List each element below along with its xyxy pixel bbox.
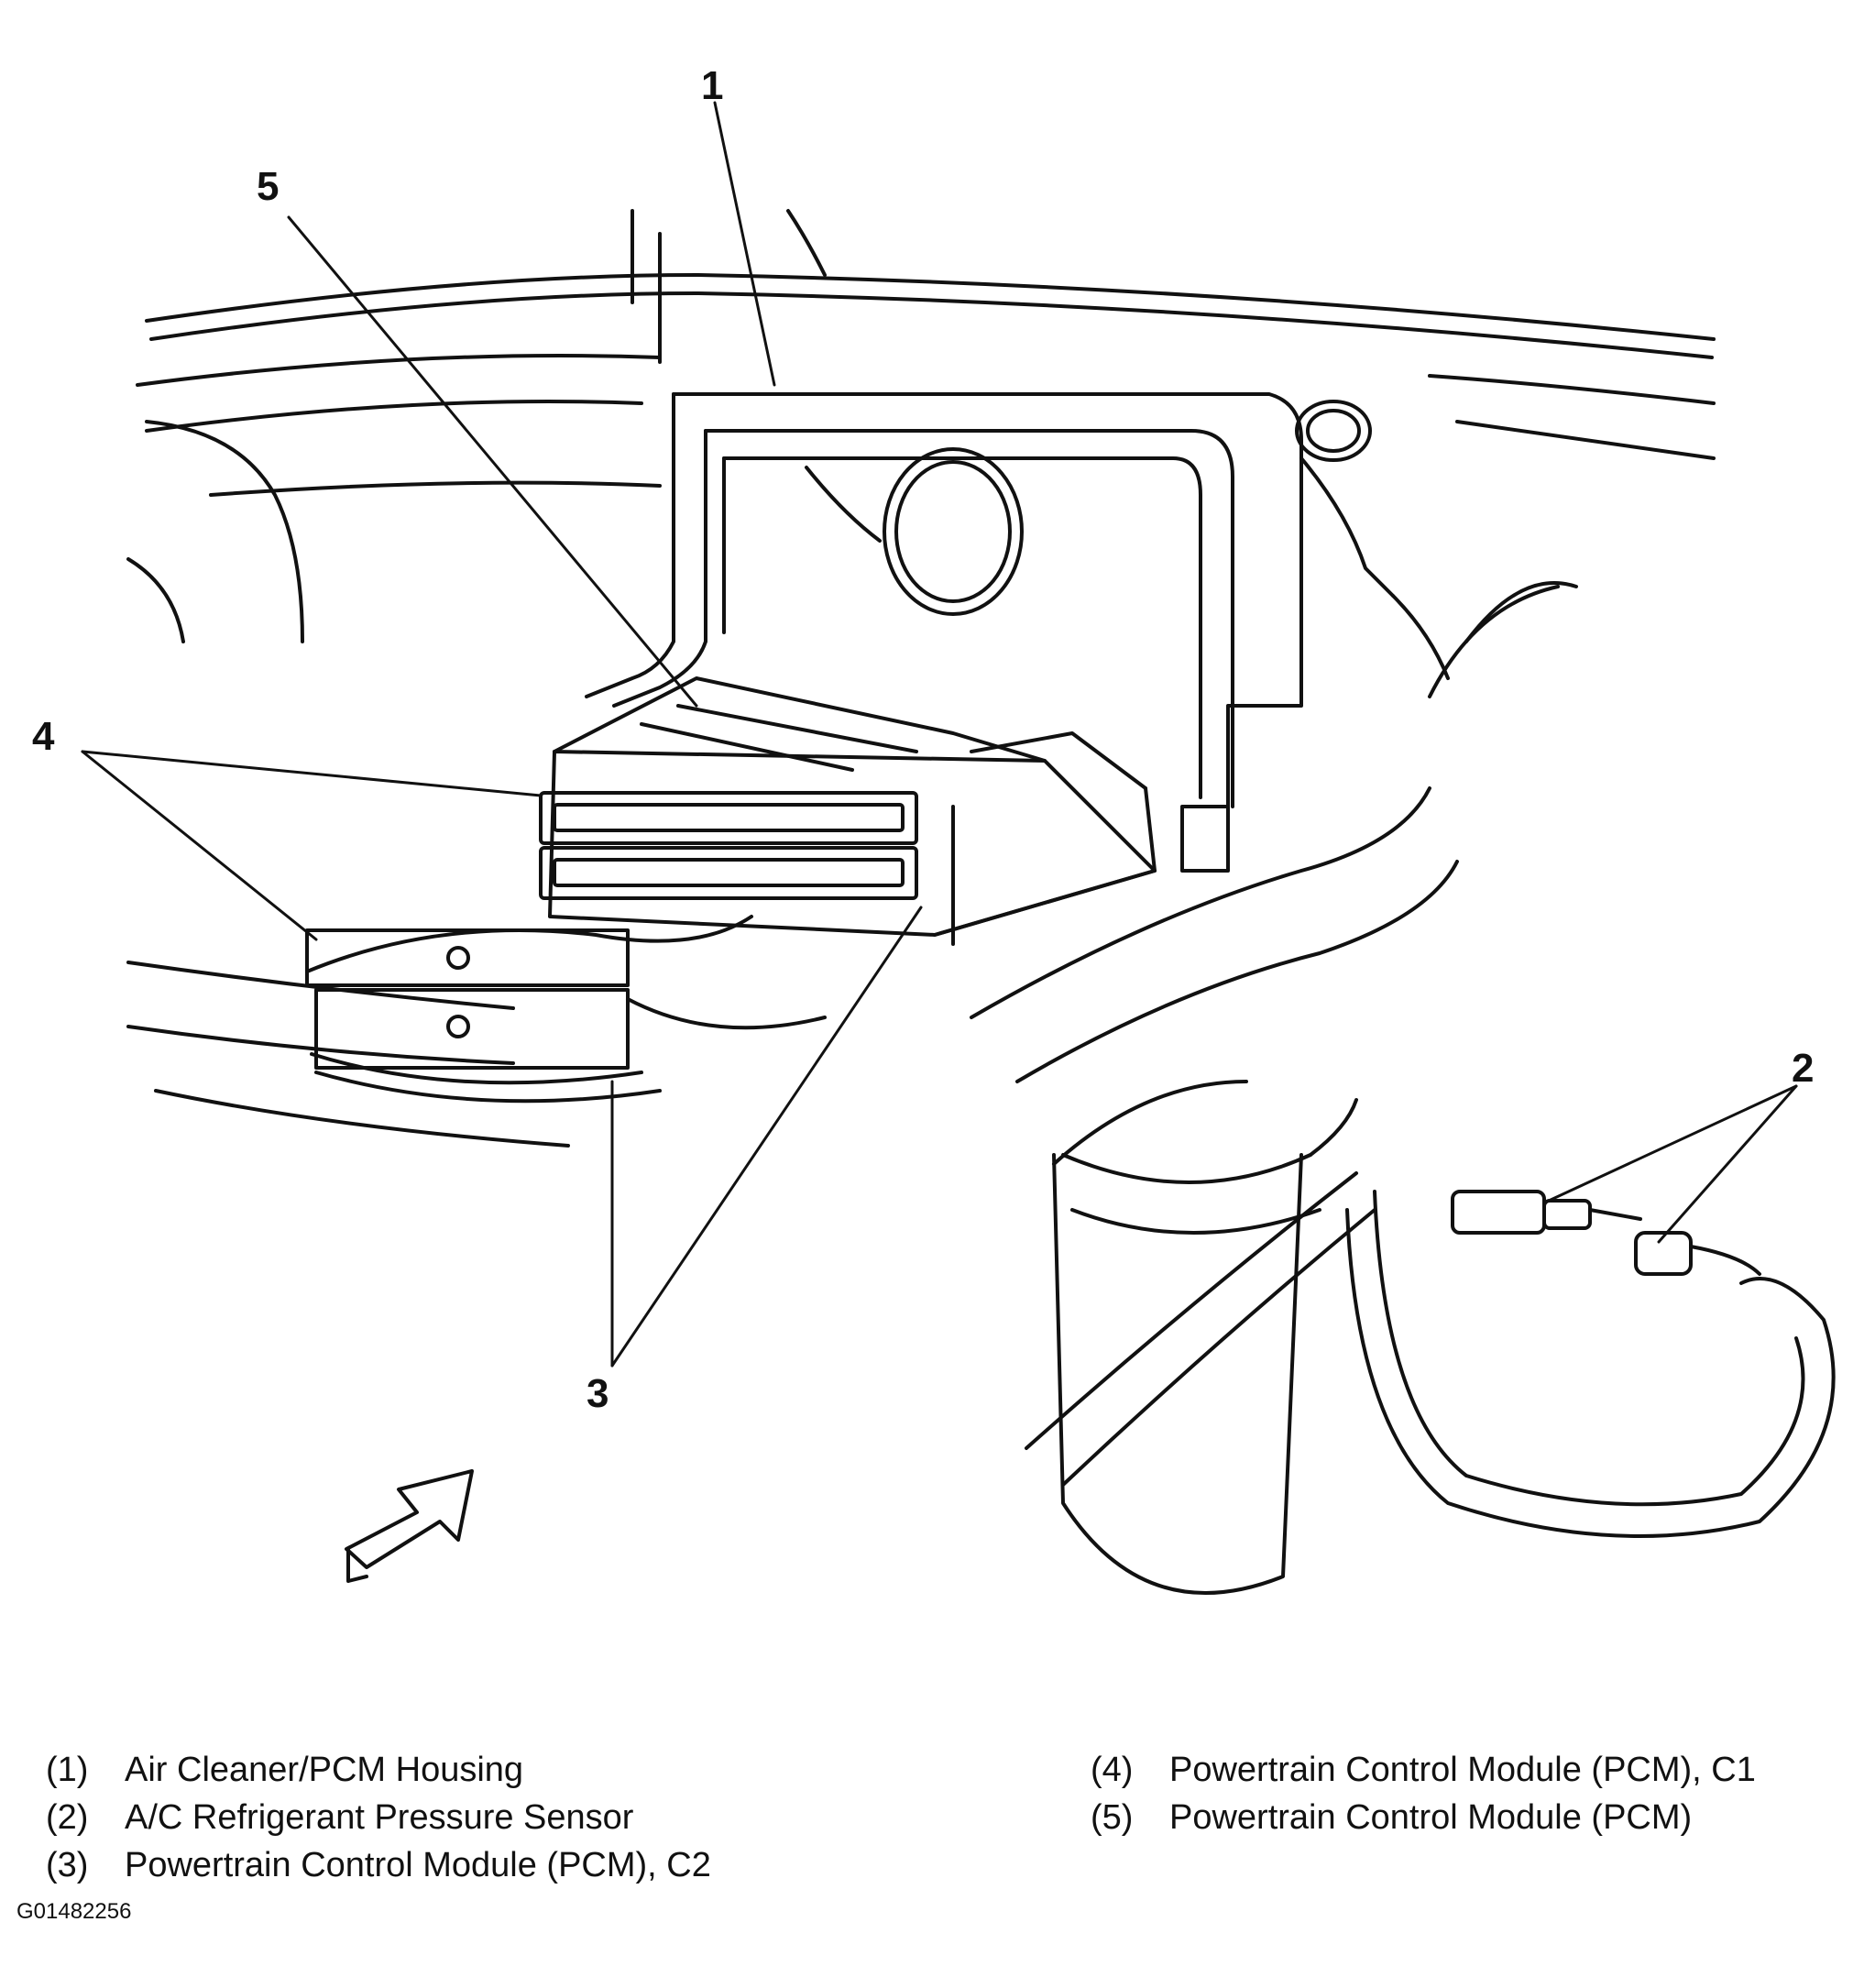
- figure-id: G01482256: [16, 1899, 132, 1924]
- callout-1: 1: [701, 63, 723, 108]
- engine-compartment-outline: [126, 209, 1716, 1148]
- legend-right-column: (4) Powertrain Control Module (PCM), C1 …: [1091, 1746, 1756, 1841]
- legend-item-5: (5) Powertrain Control Module (PCM): [1091, 1794, 1756, 1841]
- legend-left-column: (1) Air Cleaner/PCM Housing (2) A/C Refr…: [46, 1746, 711, 1889]
- legend-text: Powertrain Control Module (PCM): [1169, 1798, 1693, 1837]
- legend-item-1: (1) Air Cleaner/PCM Housing: [46, 1746, 711, 1794]
- legend-item-3: (3) Powertrain Control Module (PCM), C2: [46, 1841, 711, 1889]
- legend-item-4: (4) Powertrain Control Module (PCM), C1: [1091, 1746, 1756, 1794]
- leader-lines: [81, 101, 1798, 1367]
- legend-num: (4): [1091, 1751, 1134, 1789]
- callout-5: 5: [257, 164, 279, 209]
- legend-num: (1): [46, 1751, 89, 1789]
- legend-num: (2): [46, 1798, 89, 1837]
- wiring-harness: [970, 581, 1836, 1538]
- legend-num: (3): [46, 1846, 89, 1884]
- callout-4: 4: [32, 714, 55, 759]
- legend-item-2: (2) A/C Refrigerant Pressure Sensor: [46, 1794, 711, 1841]
- pcm-module: [539, 676, 1157, 946]
- legend-num: (5): [1091, 1798, 1134, 1837]
- c1-harness-connector: [305, 915, 827, 1104]
- legend-text: Powertrain Control Module (PCM), C1: [1169, 1751, 1756, 1789]
- ac-pressure-sensor: [1451, 1190, 1761, 1276]
- legend-text: A/C Refrigerant Pressure Sensor: [125, 1798, 634, 1837]
- accumulator: [1052, 1098, 1358, 1595]
- callout-2: 2: [1792, 1046, 1814, 1091]
- arrow-icon: [345, 1469, 474, 1583]
- air-cleaner-pcm-housing: [585, 392, 1450, 873]
- legend-text: Air Cleaner/PCM Housing: [125, 1751, 524, 1789]
- component-locator-drawing: 1 5 4 3 2: [32, 63, 1836, 1595]
- callout-3: 3: [587, 1371, 609, 1416]
- legend-text: Powertrain Control Module (PCM), C2: [125, 1846, 711, 1884]
